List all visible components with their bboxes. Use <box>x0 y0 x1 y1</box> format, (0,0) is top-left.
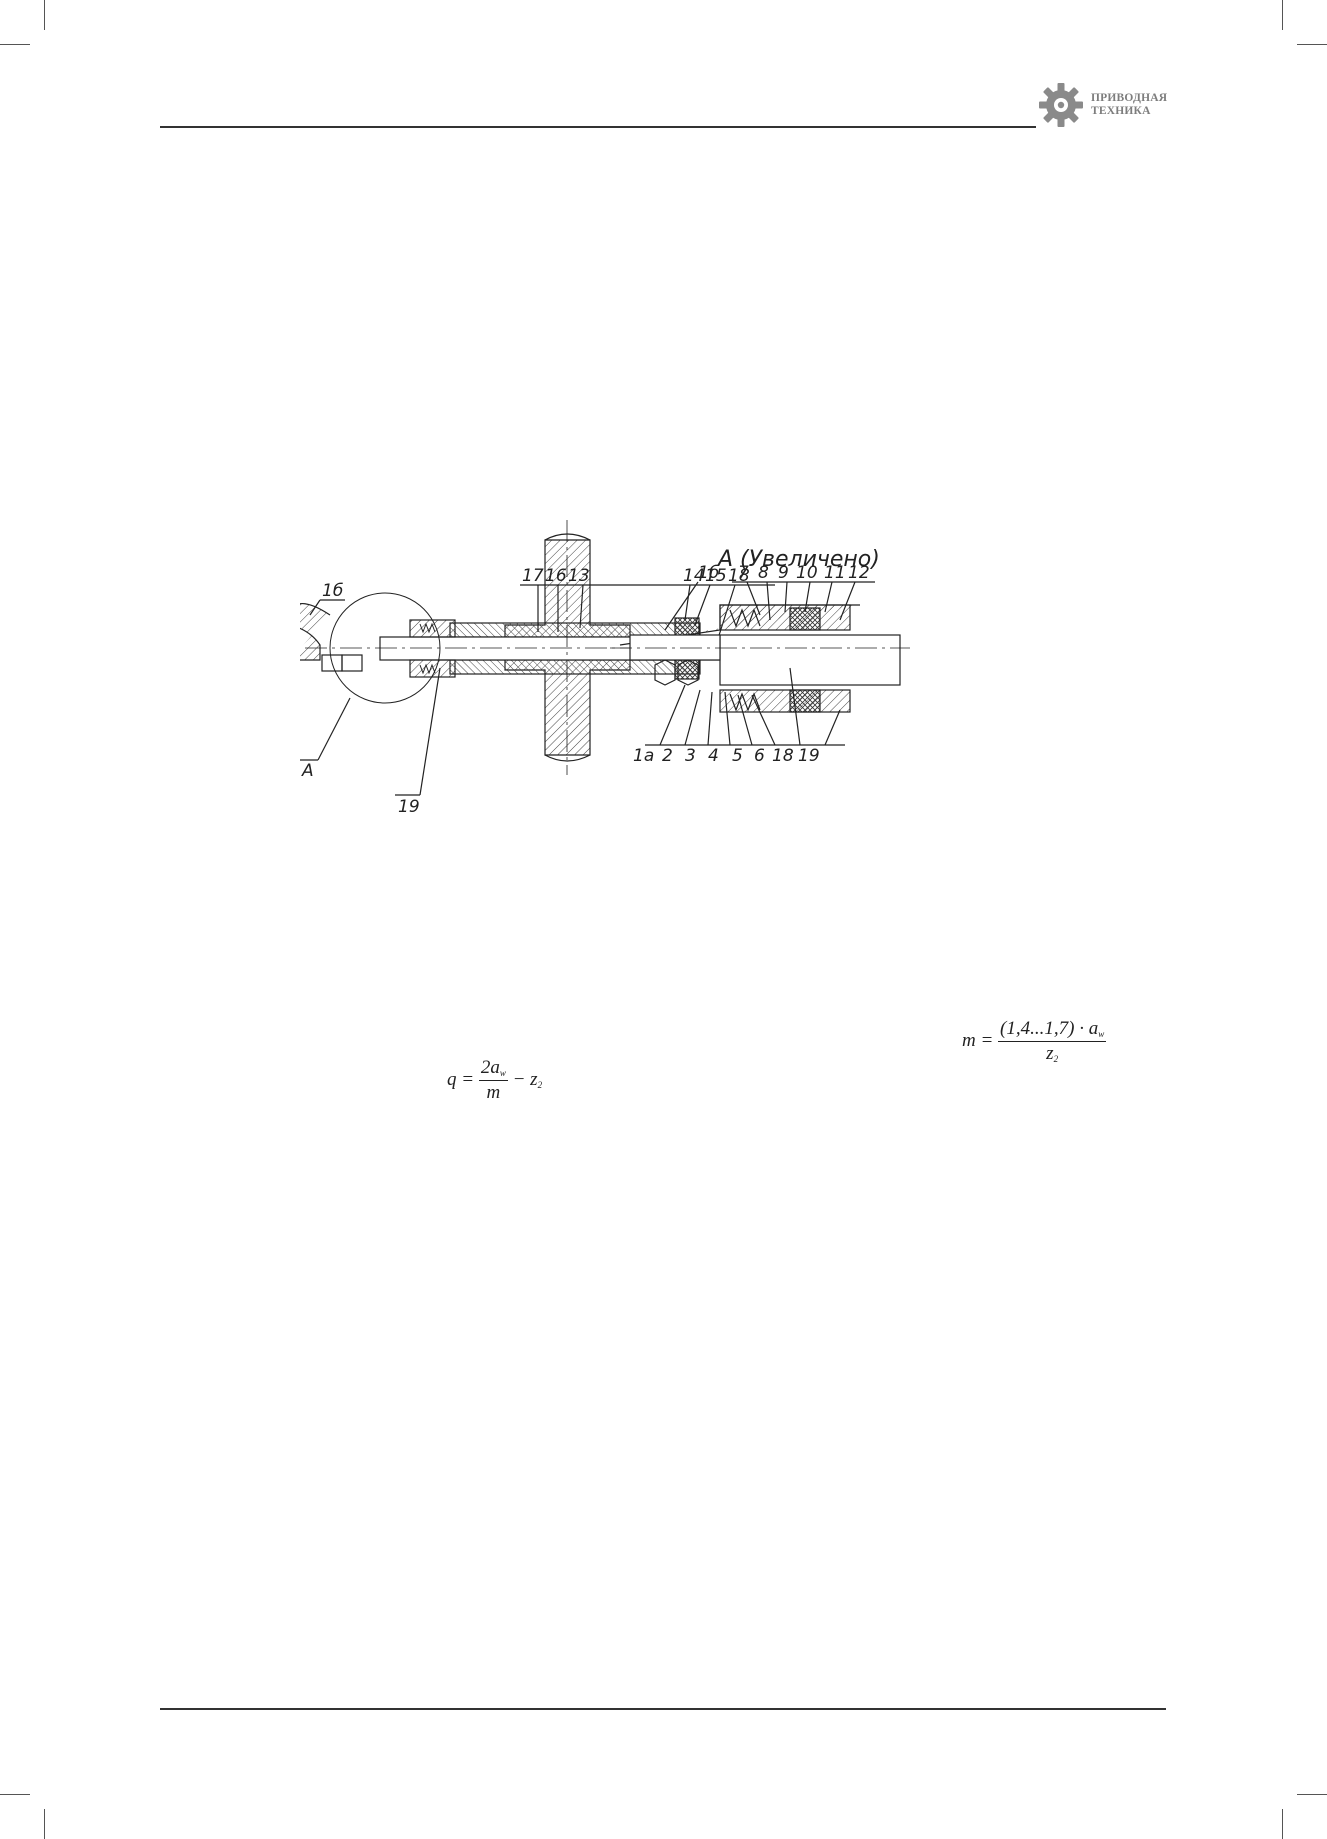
crop-mark-bottom-left <box>44 1809 45 1839</box>
label-17: 17 <box>522 566 544 586</box>
label-18: 18 <box>728 566 750 586</box>
label-d4: 4 <box>708 746 719 766</box>
logo-line-2: ТЕХНИКА <box>1091 105 1151 117</box>
label-13: 13 <box>568 566 590 586</box>
label-d18: 18 <box>772 746 794 766</box>
crop-mark-top-left-h <box>0 44 30 45</box>
formula-q-fraction: 2aw m <box>478 1057 508 1104</box>
logo: ПРИВОДНАЯ ТЕХНИКА <box>1036 80 1196 132</box>
label-d11: 11 <box>824 563 846 583</box>
label-d9: 9 <box>778 563 789 583</box>
crop-mark-bottom-left-h <box>0 1794 30 1795</box>
label-d3: 3 <box>685 746 696 766</box>
technical-drawing: 1б 17 16 13 14 15 18 А 19 А (Увеличено) … <box>300 520 910 817</box>
label-d19: 19 <box>798 746 820 766</box>
formula-q-tail: − z2 <box>512 1068 543 1090</box>
formula-m-denominator: z2 <box>1046 1043 1059 1064</box>
label-d2: 2 <box>662 746 673 766</box>
detail-title: А (Увеличено) <box>716 547 880 572</box>
label-d12: 12 <box>848 563 870 583</box>
logo-text: ПРИВОДНАЯ ТЕХНИКА <box>1091 92 1167 118</box>
formula-q-lhs: q = <box>447 1068 475 1090</box>
crop-mark-top-right-h <box>1297 44 1327 45</box>
label-d1b: 1б <box>698 563 719 583</box>
label-15: 15 <box>705 566 727 586</box>
label-a: А <box>301 761 314 781</box>
detail-view <box>610 581 910 746</box>
crop-mark-bottom-right <box>1282 1809 1283 1839</box>
formula-m-lhs: m = <box>962 1029 994 1051</box>
crop-mark-top-left <box>44 0 45 30</box>
label-d8: 8 <box>758 563 769 583</box>
label-1b: 1б <box>322 581 343 601</box>
formula-q-denominator: m <box>486 1082 501 1103</box>
housing-wall <box>300 603 331 661</box>
formula-q: q = 2aw m − z2 <box>447 1057 542 1104</box>
crop-mark-bottom-right-h <box>1297 1794 1327 1795</box>
label-d7: 7 <box>738 563 749 583</box>
detail-circle-a <box>329 592 441 704</box>
label-d6: 6 <box>754 746 765 766</box>
label-14: 14 <box>683 566 705 586</box>
formula-m-numerator: (1,4...1,7) · aw <box>998 1018 1107 1042</box>
label-d5: 5 <box>732 746 743 766</box>
label-d10: 10 <box>796 563 818 583</box>
logo-line-1: ПРИВОДНАЯ <box>1091 92 1168 104</box>
formula-m: m = (1,4...1,7) · aw z2 <box>962 1018 1107 1065</box>
crop-mark-top-right <box>1282 0 1283 30</box>
label-19: 19 <box>398 797 420 817</box>
header-rule <box>160 126 1036 128</box>
label-16: 16 <box>545 566 567 586</box>
footer-rule <box>160 1708 1166 1710</box>
formula-q-numerator: 2aw <box>478 1057 508 1081</box>
formula-m-fraction: (1,4...1,7) · aw z2 <box>998 1018 1107 1065</box>
label-d1a: 1а <box>633 746 654 766</box>
gear-icon <box>1039 83 1083 127</box>
